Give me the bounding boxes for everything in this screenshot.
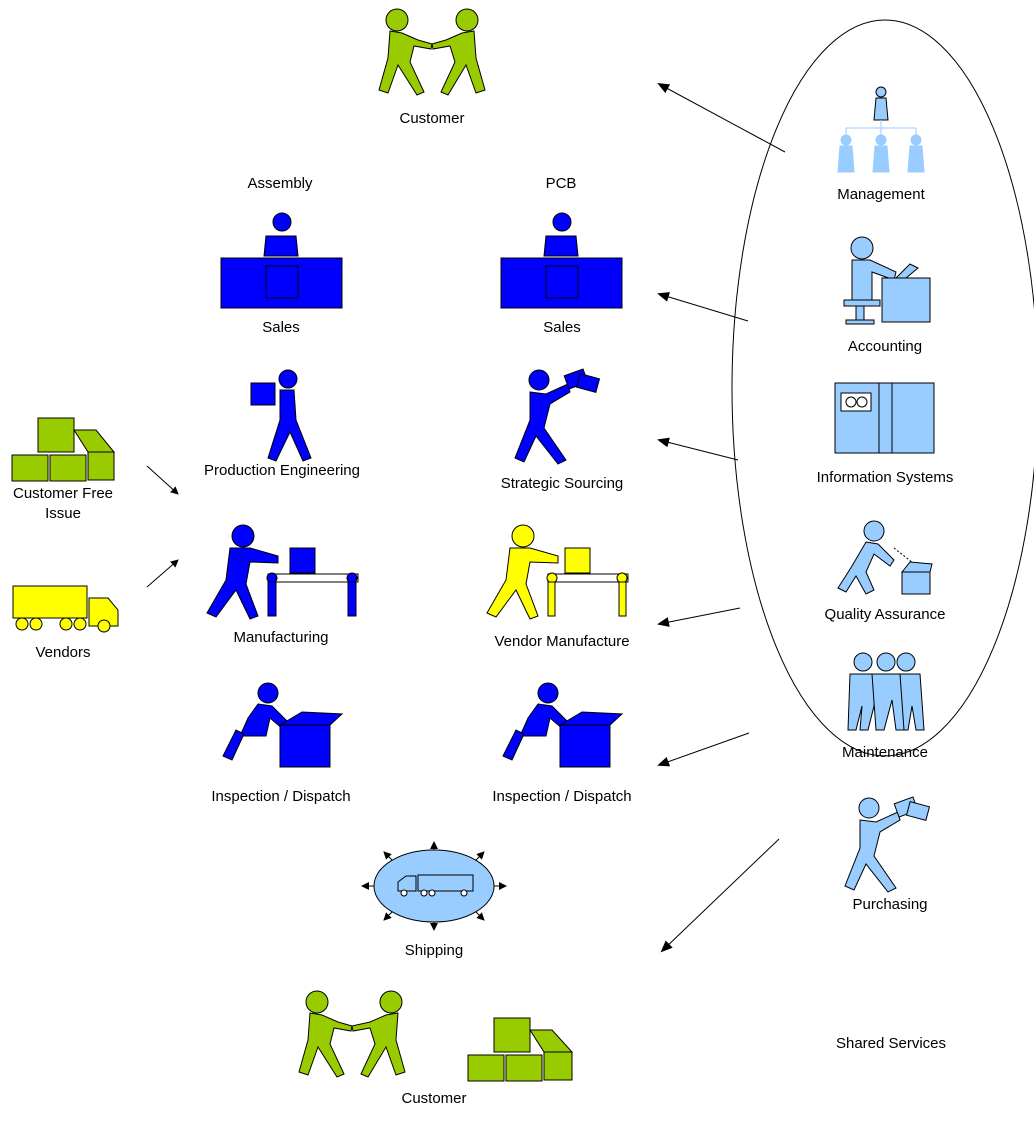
maintenance-team-icon xyxy=(847,652,925,731)
management-org-chart-icon xyxy=(837,86,925,173)
pcb-sales-label: Sales xyxy=(543,319,581,336)
shared-services-label: Shared Services xyxy=(835,1035,947,1052)
vendor-manufacture-label: Vendor Manufacture xyxy=(494,633,630,650)
shipping-label: Shipping xyxy=(404,942,464,959)
assembly-heading: Assembly xyxy=(247,175,313,192)
assembly-sales-label: Sales xyxy=(262,319,300,336)
vendors-label: Vendors xyxy=(35,644,91,661)
accounting-desk-worker-icon xyxy=(843,236,931,325)
pcb-heading: PCB xyxy=(545,175,577,192)
pcb-sales-desk-icon xyxy=(500,212,623,309)
pcb-inspection-dispatch-icon xyxy=(502,682,624,768)
shared-services-arrows xyxy=(657,83,786,953)
customer-free-issue-label: Customer Free Issue xyxy=(12,485,114,522)
vendor-manufacture-icon xyxy=(486,524,629,620)
top-customer-handshake-icon xyxy=(378,8,486,96)
assembly-sales-desk-icon xyxy=(220,212,343,309)
shared-services-boundary xyxy=(731,19,1034,757)
assembly-inspection-dispatch-icon xyxy=(222,682,344,768)
assembly-inspection-dispatch-label: Inspection / Dispatch xyxy=(211,788,351,805)
shared-service-label-accounting: Accounting xyxy=(847,338,923,355)
purchasing-money-carrier-icon xyxy=(844,796,931,893)
shared-service-label-management: Management xyxy=(837,186,925,203)
production-engineering-icon xyxy=(250,369,312,462)
bottom-customer-boxes-icon xyxy=(467,1017,574,1082)
top-customer-label: Customer xyxy=(399,110,465,127)
manufacturing-label: Manufacturing xyxy=(233,629,329,646)
quality-assurance-inspector-icon xyxy=(837,520,933,595)
production-engineering-label: Production Engineering xyxy=(204,462,360,479)
bottom-customer-handshake-icon xyxy=(298,990,406,1078)
customer-free-issue-boxes-icon xyxy=(11,417,116,482)
pcb-inspection-dispatch-label: Inspection / Dispatch xyxy=(492,788,632,805)
vendors-truck-icon xyxy=(12,585,119,633)
strategic-sourcing-label: Strategic Sourcing xyxy=(500,475,624,492)
information-systems-server-icon xyxy=(834,382,935,454)
shared-service-label-information-systems: Information Systems xyxy=(816,469,954,486)
bottom-customer-label: Customer xyxy=(401,1090,467,1107)
input-arrows xyxy=(146,465,179,588)
shared-service-label-maintenance: Maintenance xyxy=(842,744,928,761)
shipping-icon xyxy=(361,841,507,931)
strategic-sourcing-icon xyxy=(514,368,601,465)
shared-service-label-quality-assurance: Quality Assurance xyxy=(824,606,946,623)
manufacturing-icon xyxy=(206,524,359,620)
shared-service-label-purchasing: Purchasing xyxy=(852,896,928,913)
